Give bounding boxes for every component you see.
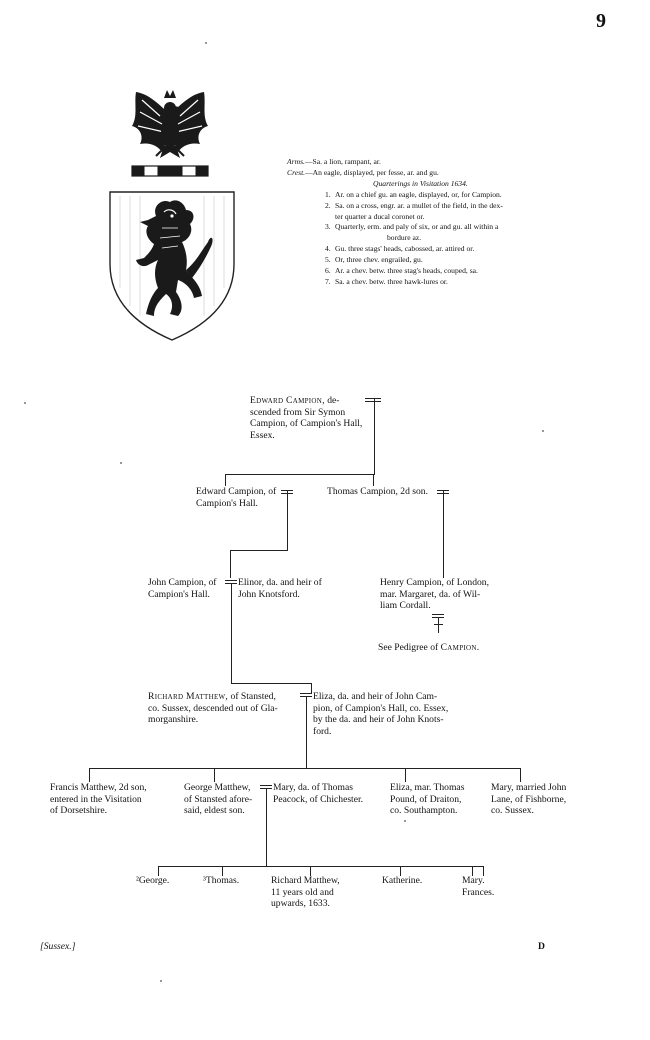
crest-eagle-icon — [131, 90, 209, 177]
person-name: Richard Matthew, — [271, 875, 340, 886]
quartering-item: 3. Quarterly, erm. and paly of six, or an… — [287, 222, 503, 233]
person-eliza-campion: Eliza, da. and heir of John Cam- pion, o… — [313, 691, 448, 737]
quartering-text: Sa. a chev. betw. three hawk-lures or. — [335, 276, 448, 286]
person-eliza-matthew: Eliza, mar. Thomas Pound, of Draiton, co… — [390, 782, 464, 817]
quartering-text: Ar. a chev. betw. three stag's heads, co… — [335, 266, 478, 276]
person-detail: morganshire. — [148, 714, 199, 726]
quartering-text: Or, three chev. engrailed, gu. — [335, 255, 423, 265]
person-detail: Campion, of Campion's Hall, — [250, 418, 363, 430]
person-detail: co. Southampton. — [390, 805, 458, 817]
quartering-text: Sa. on a cross, engr. ar. a mullet of th… — [335, 200, 503, 210]
quartering-item: 4. Gu. three stags' heads, cabossed, ar. … — [287, 244, 503, 255]
quartering-item: 5. Or, three chev. engrailed, gu. — [287, 255, 503, 266]
quartering-number: 7. — [325, 276, 331, 286]
person-edward-campion-jr: Edward Campion, of Campion's Hall. — [196, 486, 276, 509]
person-detail: Essex. — [250, 429, 275, 441]
person-detail: entered in the Visitation — [50, 793, 142, 805]
person-detail: Campion's Hall. — [196, 497, 258, 509]
quartering-text-cont: bordure az. — [387, 233, 422, 243]
person-detail: co. Sussex, descended out of Gla- — [148, 702, 278, 714]
blazon-block: Arms.—Sa. a lion, rampant, ar. Crest.—An… — [287, 157, 503, 288]
arms-label: Arms. — [287, 157, 305, 166]
person-name: Mary. — [462, 875, 485, 886]
person-katherine: Katherine. — [382, 875, 423, 886]
footer-county: [Sussex.] — [40, 941, 76, 952]
see-pedigree-note: See Pedigree of Campion. — [378, 642, 479, 654]
quartering-text-cont: ter quarter a ducal coronet or. — [335, 211, 425, 221]
person-detail: mar. Margaret, da. of Wil- — [380, 588, 481, 600]
person-name: Eliza, da. and heir of John Cam- — [313, 691, 438, 702]
person-name: Mary, da. of Thomas — [273, 782, 353, 793]
crest-text: —An eagle, displayed, per fesse, ar. and… — [305, 167, 439, 177]
person-detail: by the da. and heir of John Knots- — [313, 714, 444, 726]
person-detail: Pound, of Draiton, — [390, 793, 462, 805]
person-francis-matthew: Francis Matthew, 2d son, entered in the … — [50, 782, 147, 817]
person-detail: ford. — [313, 725, 332, 737]
person-suffix: de- — [324, 395, 340, 406]
quartering-text: Ar. on a chief gu. an eagle, displayed, … — [335, 189, 502, 199]
person-elinor: Elinor, da. and heir of John Knotsford. — [238, 577, 322, 600]
person-detail: Campion's Hall. — [148, 588, 210, 600]
arms-text: —Sa. a lion, rampant, ar. — [304, 157, 381, 166]
shield-lion-icon — [109, 191, 235, 341]
quartering-item: 7. Sa. a chev. betw. three hawk-lures or. — [287, 277, 503, 288]
person-mary-matthew: Mary, married John Lane, of Fishborne, c… — [491, 782, 566, 817]
person-detail: said, eldest son. — [184, 805, 245, 817]
person-edward-campion-sr: Edward Campion, de- scended from Sir Sym… — [250, 395, 362, 441]
person-detail: of Stansted, — [228, 691, 276, 702]
person-detail: co. Sussex. — [491, 805, 534, 817]
quarterings-title: Quarterings in Visitation 1634. — [373, 178, 468, 188]
quartering-number: 4. — [325, 244, 331, 254]
quartering-number: 2. — [325, 200, 331, 210]
person-detail: John Knotsford. — [238, 588, 300, 600]
person-name: Henry Campion, of London, — [380, 577, 489, 588]
person-detail: pion, of Campion's Hall, co. Essex, — [313, 702, 449, 714]
quartering-number: 3. — [325, 222, 331, 232]
person-mary-frances: Mary. Frances. — [462, 875, 494, 898]
quartering-item: 6. Ar. a chev. betw. three stag's heads, … — [287, 266, 503, 277]
person-name: Eliza, mar. Thomas — [390, 782, 465, 793]
person-detail: scended from Sir Symon — [250, 406, 346, 418]
person-thomas-grandson: ³Thomas. — [203, 875, 240, 886]
person-name: Frances. — [462, 886, 495, 898]
person-name: Richard Matthew, — [148, 691, 229, 702]
person-john-campion: John Campion, of Campion's Hall. — [148, 577, 217, 600]
person-name: Elinor, da. and heir of — [238, 577, 322, 588]
see-pedigree-name: Campion. — [440, 642, 480, 653]
crest-label: Crest. — [287, 167, 306, 177]
quartering-number: 1. — [325, 189, 331, 199]
quarterings-list: 1. Ar. on a chief gu. an eagle, displayed… — [287, 190, 503, 288]
person-detail: of Dorsetshire. — [50, 805, 108, 817]
person-detail: Peacock, of Chichester. — [273, 793, 364, 805]
person-detail: Lane, of Fishborne, — [491, 793, 567, 805]
person-thomas-campion: Thomas Campion, 2d son. — [327, 486, 428, 497]
person-name: Edward Campion, — [250, 395, 325, 406]
person-richard-matthew: Richard Matthew, of Stansted, co. Sussex… — [148, 691, 278, 726]
person-detail: liam Cordall. — [380, 600, 431, 612]
quartering-item: 2. Sa. on a cross, engr. ar. a mullet of … — [287, 201, 503, 212]
person-george-grandson: ²George. — [136, 875, 170, 886]
quartering-number: 5. — [325, 255, 331, 265]
person-henry-campion: Henry Campion, of London, mar. Margaret,… — [380, 577, 489, 612]
person-detail: upwards, 1633. — [271, 898, 330, 910]
person-name: Mary, married John — [491, 782, 567, 793]
person-name: John Campion, of — [148, 577, 217, 588]
person-mary-peacock: Mary, da. of Thomas Peacock, of Chichest… — [273, 782, 363, 805]
quartering-number: 6. — [325, 266, 331, 276]
person-detail: of Stansted afore- — [184, 793, 253, 805]
person-name: George Matthew, — [184, 782, 251, 793]
quartering-item: 1. Ar. on a chief gu. an eagle, displayed… — [287, 190, 503, 201]
page-number: 9 — [596, 10, 606, 32]
person-name: Edward Campion, of — [196, 486, 277, 497]
quartering-text: Gu. three stags' heads, cabossed, ar. at… — [335, 244, 475, 254]
footer-signature: D — [538, 941, 545, 952]
quartering-text: Quarterly, erm. and paly of six, or and … — [335, 222, 499, 232]
person-george-matthew: George Matthew, of Stansted afore- said,… — [184, 782, 252, 817]
see-pedigree-text: See Pedigree of — [378, 642, 441, 653]
person-name: Francis Matthew, 2d son, — [50, 782, 147, 793]
person-richard-grandson: Richard Matthew, 11 years old and upward… — [271, 875, 340, 910]
person-detail: 11 years old and — [271, 886, 334, 898]
